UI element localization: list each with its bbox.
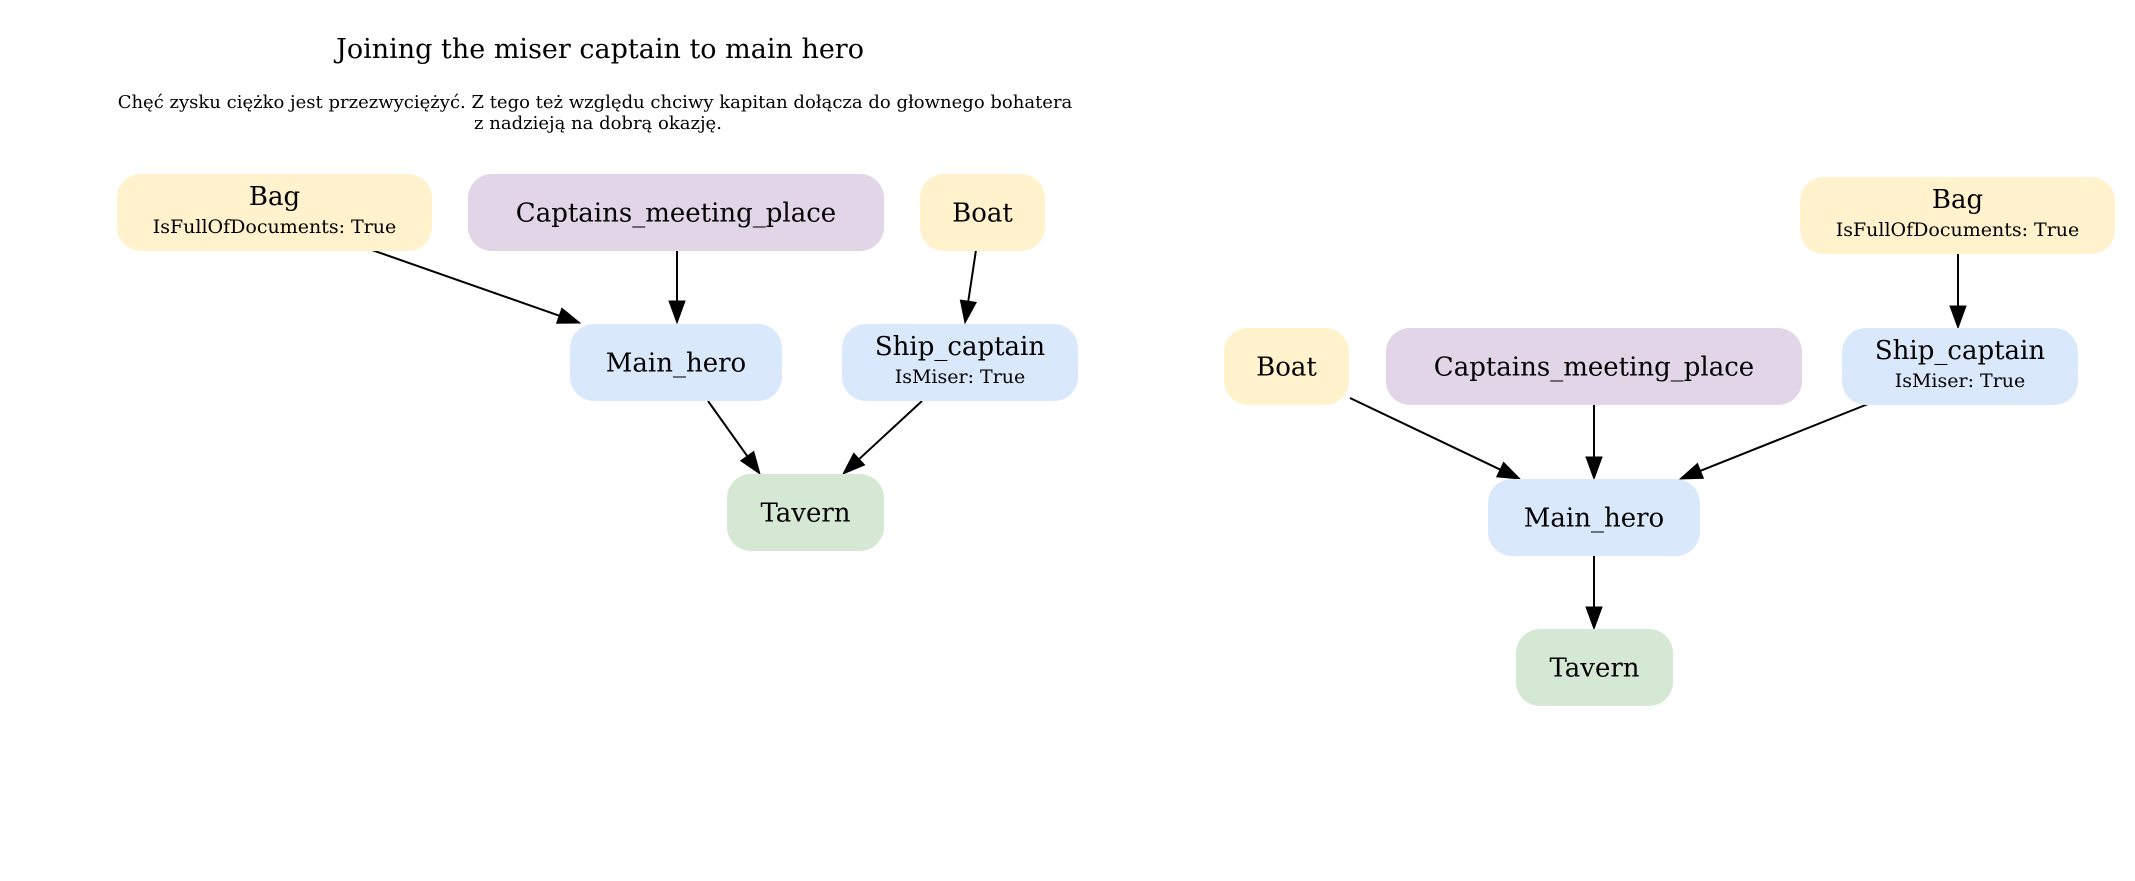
right-node-boat: Boat: [1224, 328, 1349, 405]
left-edge-captain-to-tavern-arrowhead: [841, 452, 866, 475]
left-node-captain-label: Ship_captain: [875, 332, 1045, 362]
left-node-bag-box: [117, 174, 432, 251]
right-node-boat-box: [1224, 328, 1349, 405]
right-edge-hero-to-tavern: [1585, 556, 1603, 631]
right-edge-boat-to-hero-line: [1349, 397, 1501, 471]
right-node-captain-attribute: IsMiser: True: [1895, 370, 2026, 392]
right-edge-bag-to-captain: [1949, 254, 1967, 330]
left-edge-bag-to-hero: [371, 249, 582, 324]
left-node-captain-attribute: IsMiser: True: [895, 366, 1026, 388]
right-edge-captain-to-hero-line: [1700, 403, 1869, 472]
left-edge-boat-to-captain-arrowhead: [959, 299, 977, 325]
left-edge-captain-to-tavern-line: [858, 400, 923, 460]
left-node-meeting-label: Captains_meeting_place: [516, 199, 836, 229]
left-edge-boat-to-captain-line: [967, 249, 977, 302]
left-edge-hero-to-tavern-arrowhead: [739, 450, 761, 476]
right-node-hero: Main_hero: [1488, 479, 1700, 556]
right-node-tavern-box: [1516, 629, 1673, 706]
right-edge-meeting-to-hero-arrowhead: [1585, 456, 1603, 481]
left-node-tavern: Tavern: [727, 474, 884, 551]
right-node-bag-label: Bag: [1932, 185, 1983, 215]
left-edge-meeting-to-hero: [668, 250, 686, 325]
right-node-hero-box: [1488, 479, 1700, 556]
right-graph-edges: [1349, 254, 1967, 631]
diagram-description-line-1: Chęć zysku ciężko jest przezwyciężyć. Z …: [118, 92, 1073, 113]
left-node-boat: Boat: [920, 174, 1045, 251]
left-edge-hero-to-tavern: [707, 400, 761, 476]
left-node-boat-label: Boat: [952, 199, 1013, 229]
right-node-bag-attribute: IsFullOfDocuments: True: [1836, 219, 2080, 241]
left-edge-meeting-to-hero-arrowhead: [668, 300, 686, 325]
left-edge-bag-to-hero-line: [371, 249, 560, 317]
right-edge-bag-to-captain-arrowhead: [1949, 305, 1967, 330]
right-node-captain-box: [1842, 328, 2078, 405]
right-node-captain-label: Ship_captain: [1875, 336, 2045, 366]
right-node-bag-box: [1800, 177, 2115, 254]
right-node-boat-label: Boat: [1256, 353, 1317, 383]
left-edge-bag-to-hero-arrowhead: [555, 307, 582, 324]
right-node-meeting-box: [1386, 328, 1802, 405]
left-graph-edges: [371, 249, 977, 476]
left-node-hero-box: [570, 324, 782, 401]
right-edge-boat-to-hero-arrowhead: [1495, 461, 1522, 480]
left-node-captain-box: [842, 324, 1078, 401]
left-node-tavern-box: [727, 474, 884, 551]
right-node-meeting: Captains_meeting_place: [1386, 328, 1802, 405]
left-node-bag-attribute: IsFullOfDocuments: True: [153, 216, 397, 238]
right-node-meeting-label: Captains_meeting_place: [1434, 353, 1754, 383]
right-node-hero-label: Main_hero: [1524, 504, 1664, 534]
diagram-title: Joining the miser captain to main hero: [333, 34, 864, 65]
diagram-description-line-2: z nadzieją na dobrą okazję.: [474, 113, 722, 134]
left-node-hero: Main_hero: [570, 324, 782, 401]
left-edge-boat-to-captain: [959, 249, 977, 325]
left-edge-captain-to-tavern: [841, 400, 923, 475]
right-edge-captain-to-hero: [1678, 403, 1869, 480]
right-node-tavern: Tavern: [1516, 629, 1673, 706]
right-node-tavern-label: Tavern: [1549, 654, 1639, 684]
left-edge-hero-to-tavern-line: [707, 400, 749, 457]
left-node-hero-label: Main_hero: [606, 349, 746, 379]
left-node-boat-box: [920, 174, 1045, 251]
right-edge-boat-to-hero: [1349, 397, 1522, 480]
left-node-meeting: Captains_meeting_place: [468, 174, 884, 251]
left-node-meeting-box: [468, 174, 884, 251]
right-edge-meeting-to-hero: [1585, 404, 1603, 481]
right-edge-hero-to-tavern-arrowhead: [1585, 606, 1603, 631]
right-edge-captain-to-hero-arrowhead: [1678, 462, 1705, 480]
left-node-tavern-label: Tavern: [760, 499, 850, 529]
left-node-bag-label: Bag: [249, 182, 300, 212]
